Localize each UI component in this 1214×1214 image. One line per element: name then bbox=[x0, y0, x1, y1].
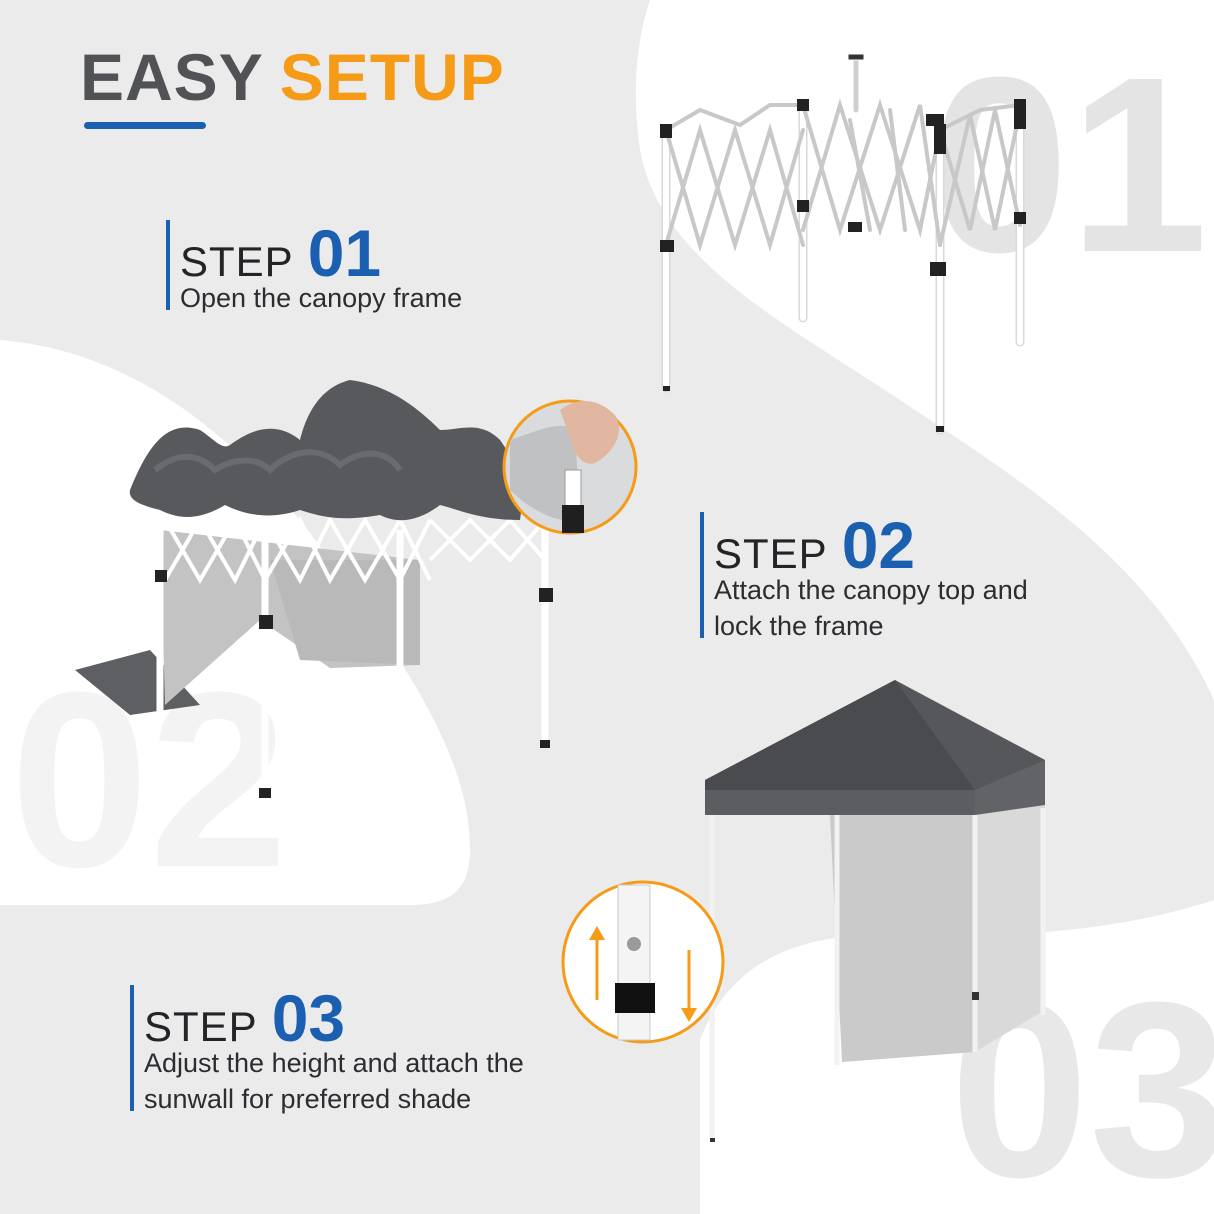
open-canopy-frame-image bbox=[660, 53, 1026, 435]
step-02-number: 02 bbox=[841, 508, 916, 582]
step-03-description-line2: sunwall for preferred shade bbox=[144, 1084, 472, 1114]
up-down-arrows-icon bbox=[589, 926, 697, 1022]
step-03-number: 03 bbox=[271, 981, 346, 1055]
watermark-01: 01 bbox=[930, 25, 1209, 304]
step-03-bar bbox=[130, 985, 134, 1111]
canopy-with-sunwall-image bbox=[561, 680, 1046, 1142]
step-01-bar bbox=[166, 220, 170, 310]
step-02-description-line2: lock the frame bbox=[714, 611, 884, 641]
step-02-bar bbox=[700, 512, 704, 638]
step-02-description-line1: Attach the canopy top and bbox=[714, 575, 1028, 605]
step-01-number: 01 bbox=[307, 216, 382, 290]
step-03-description-line1: Adjust the height and attach the bbox=[144, 1048, 524, 1078]
step-02-label: STEP bbox=[714, 530, 828, 577]
title-underline bbox=[84, 122, 206, 129]
step-03-label: STEP bbox=[144, 1003, 258, 1050]
step-01-label: STEP bbox=[180, 238, 294, 285]
title-word-easy: EASY bbox=[80, 40, 264, 114]
attach-canopy-image bbox=[75, 380, 638, 798]
title-word-setup: SETUP bbox=[279, 40, 505, 114]
step-01-description: Open the canopy frame bbox=[180, 283, 463, 313]
